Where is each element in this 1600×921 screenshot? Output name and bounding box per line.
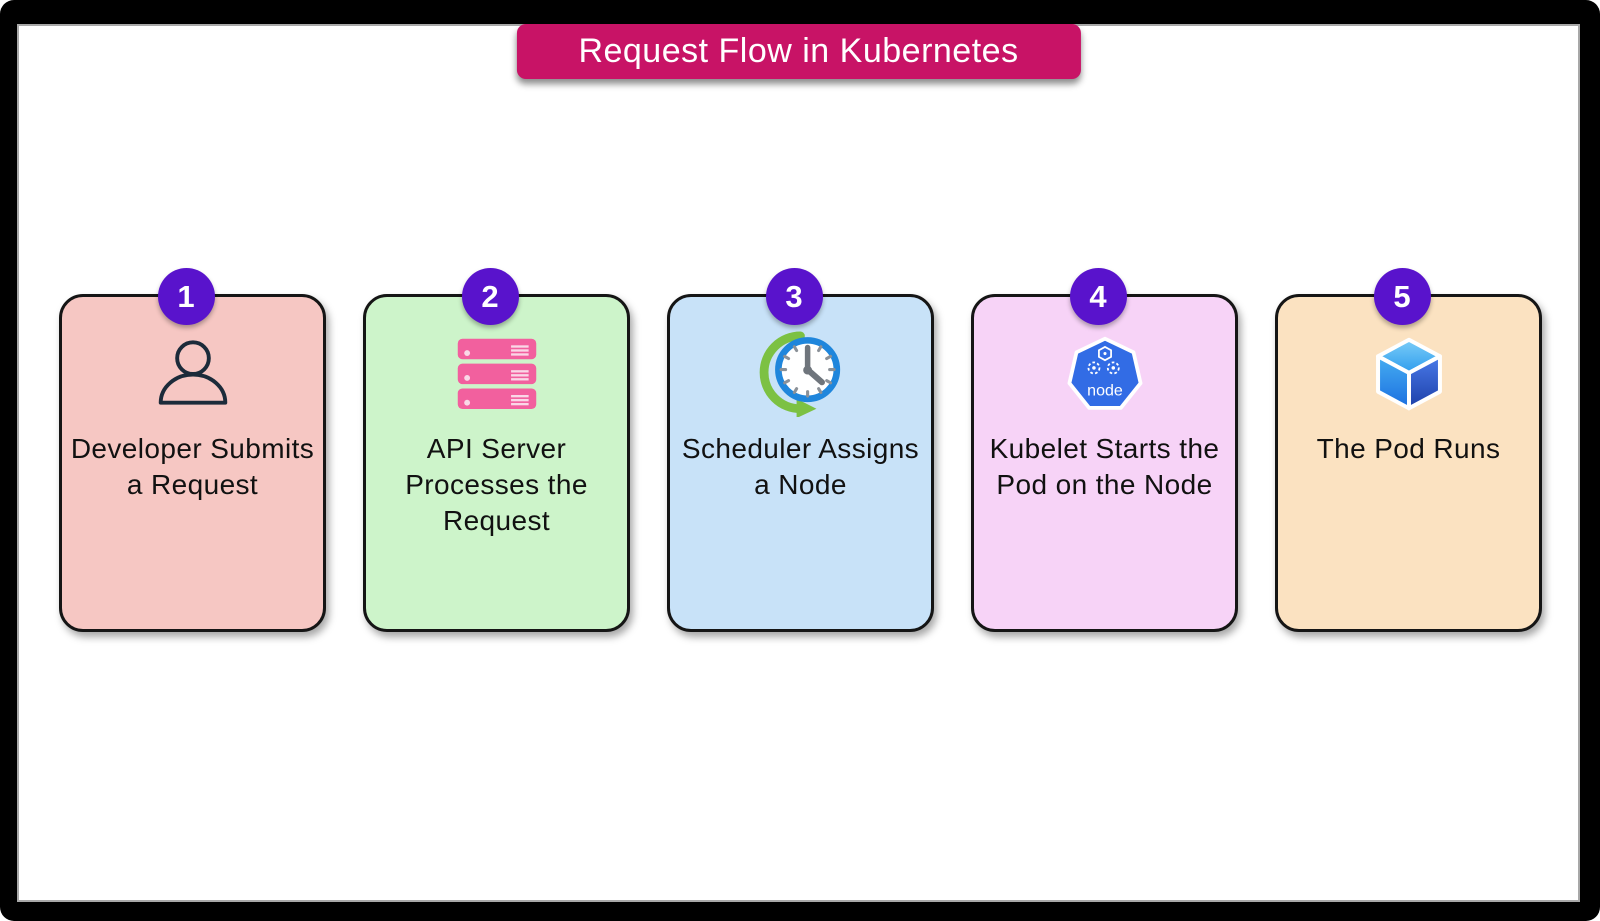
step-label: Developer Submits a Request	[70, 433, 315, 500]
step-number-badge: 1	[157, 268, 215, 325]
diagram-title-banner: Request Flow in Kubernetes	[516, 24, 1081, 79]
step-icon-wrap: node	[1063, 331, 1147, 417]
step-label: The Pod Runs	[1316, 433, 1501, 464]
step-card: 1 Developer Submits a Request	[59, 268, 326, 632]
step-label: Scheduler Assigns a Node	[681, 433, 920, 500]
person-icon	[158, 340, 227, 405]
step-number-badge: 4	[1069, 268, 1127, 325]
step-icon-wrap	[1367, 331, 1451, 417]
step-number: 1	[177, 278, 195, 314]
step-label: Kubelet Starts the Pod on the Node	[989, 433, 1220, 500]
steps-row: 1 Developer Submits a Request 2 API Serv…	[59, 268, 1542, 632]
step-icon-wrap	[154, 331, 232, 417]
step-number: 3	[785, 278, 803, 314]
step-card: 2 API Server Processes the Request	[363, 268, 630, 632]
step-card: 5 The Pod Runs	[1275, 268, 1542, 632]
step-number: 5	[1393, 278, 1411, 314]
node-icon-label: node	[1087, 382, 1123, 400]
kubernetes-node-icon: node	[1067, 336, 1142, 410]
step-card: 4 node Kubelet Starts the Pod on the Nod…	[971, 268, 1238, 632]
step-number: 2	[481, 278, 499, 314]
scheduler-clock-icon	[759, 331, 840, 417]
server-stack-icon	[457, 338, 536, 409]
step-number: 4	[1089, 278, 1107, 314]
step-number-badge: 5	[1373, 268, 1431, 325]
pod-cube-icon	[1375, 337, 1442, 411]
step-number-badge: 2	[461, 268, 519, 325]
step-card: 3 Scheduler Assigns a Node	[667, 268, 934, 632]
diagram-title: Request Flow in Kubernetes	[578, 32, 1019, 70]
step-icon-wrap	[758, 331, 844, 417]
step-icon-wrap	[456, 331, 538, 417]
diagram-canvas: Request Flow in Kubernetes 1 Developer S…	[17, 24, 1580, 902]
step-label: API Server Processes the Request	[405, 433, 588, 536]
step-number-badge: 3	[765, 268, 823, 325]
